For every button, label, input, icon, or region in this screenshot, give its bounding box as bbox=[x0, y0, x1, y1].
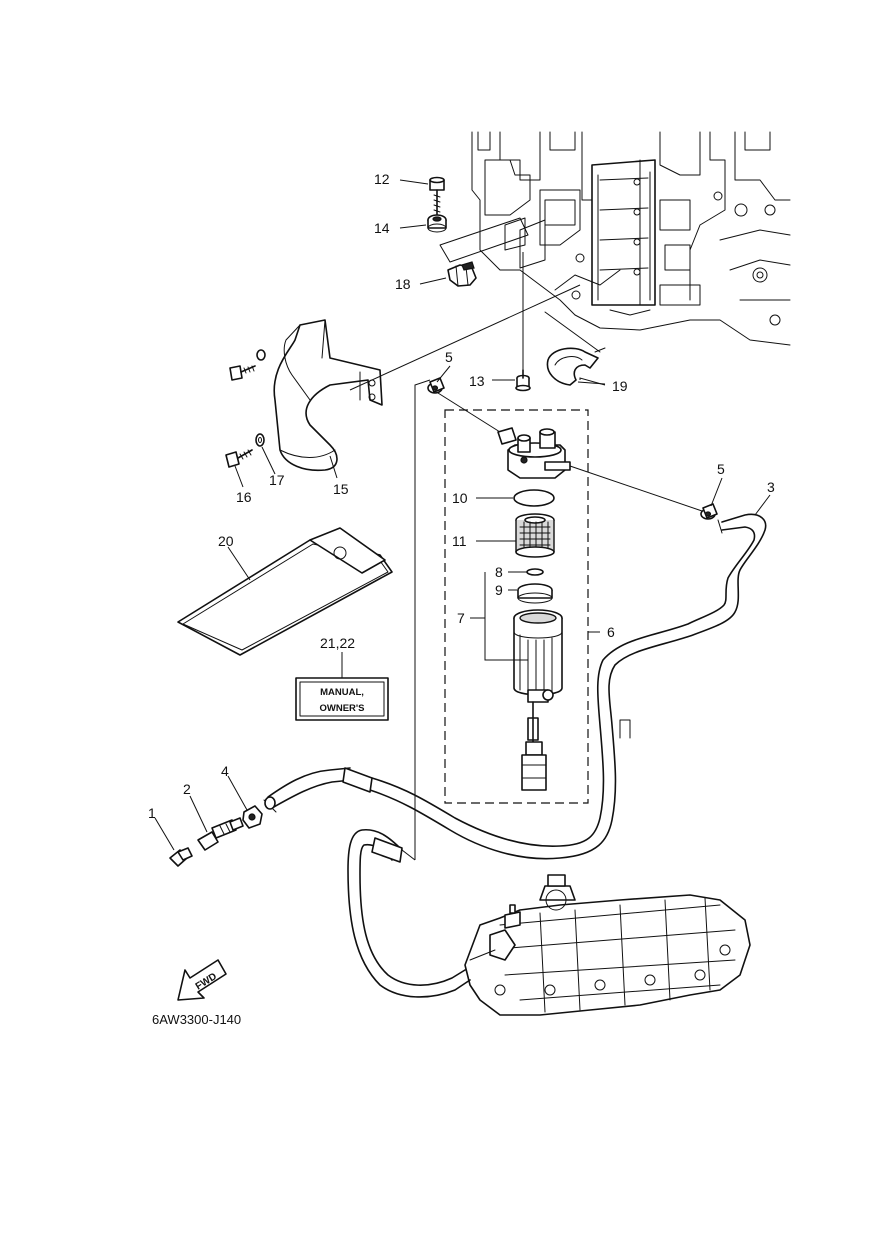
callout-17: 17 bbox=[269, 472, 285, 488]
o-ring-10 bbox=[513, 489, 555, 507]
manual-box-line2: OWNER'S bbox=[319, 703, 364, 714]
routing-line bbox=[414, 379, 431, 860]
callout-5a: 5 bbox=[445, 349, 453, 365]
callout-16: 16 bbox=[236, 489, 252, 505]
callout-19: 19 bbox=[612, 378, 628, 394]
callout-6: 6 bbox=[607, 624, 615, 640]
callout-3: 3 bbox=[767, 479, 775, 495]
nut-4 bbox=[242, 805, 263, 829]
intake-manifold bbox=[464, 874, 751, 1016]
callout-2: 2 bbox=[183, 781, 191, 797]
fitting-2 bbox=[197, 817, 244, 851]
callout-18: 18 bbox=[395, 276, 411, 292]
clip-5b bbox=[700, 503, 718, 520]
leader-lines bbox=[154, 179, 771, 851]
bolt-16a bbox=[229, 349, 266, 381]
callout-11: 11 bbox=[452, 533, 467, 549]
bolt-12 bbox=[429, 176, 445, 216]
bolt-16 bbox=[225, 449, 253, 468]
clip-5a bbox=[427, 377, 445, 394]
callout-20: 20 bbox=[218, 533, 234, 549]
bracket-15 bbox=[273, 319, 383, 472]
callout-9: 9 bbox=[495, 582, 503, 598]
callout-1: 1 bbox=[148, 805, 156, 821]
clip-18 bbox=[447, 261, 477, 287]
filter-element-11 bbox=[515, 513, 555, 558]
clamp-19 bbox=[546, 347, 599, 386]
filter-assembly-box bbox=[444, 409, 589, 804]
manual-box bbox=[295, 677, 389, 721]
pouch-20 bbox=[177, 527, 393, 656]
callout-21-22: 21,22 bbox=[320, 635, 355, 651]
bolt-13 bbox=[515, 369, 531, 392]
callout-7: 7 bbox=[457, 610, 465, 626]
fuel-hose-lower bbox=[347, 828, 471, 998]
fuel-hose-main bbox=[263, 767, 373, 813]
grommet-14 bbox=[427, 214, 447, 233]
manual-box-line1: MANUAL, bbox=[320, 687, 364, 698]
fuel-hose-3 bbox=[369, 513, 767, 860]
diagram-code: 6AW3300-J140 bbox=[152, 1012, 241, 1027]
callouts: 12 14 18 5 13 19 5 3 10 11 8 9 7 6 15 17… bbox=[148, 171, 775, 821]
filter-head bbox=[497, 427, 571, 479]
callout-8: 8 bbox=[495, 564, 503, 580]
callout-4: 4 bbox=[221, 763, 229, 779]
washer-17 bbox=[255, 433, 265, 447]
callout-14: 14 bbox=[374, 220, 390, 236]
o-ring-8 bbox=[526, 568, 544, 576]
callout-15: 15 bbox=[333, 481, 349, 497]
fwd-arrow: FWD bbox=[177, 959, 227, 1001]
screw-1 bbox=[169, 847, 193, 867]
callout-12: 12 bbox=[374, 171, 390, 187]
float-9 bbox=[517, 583, 553, 604]
engine-block bbox=[439, 131, 791, 353]
filter-cup-7 bbox=[513, 609, 563, 791]
callout-10: 10 bbox=[452, 490, 468, 506]
callout-5b: 5 bbox=[717, 461, 725, 477]
callout-13: 13 bbox=[469, 373, 485, 389]
